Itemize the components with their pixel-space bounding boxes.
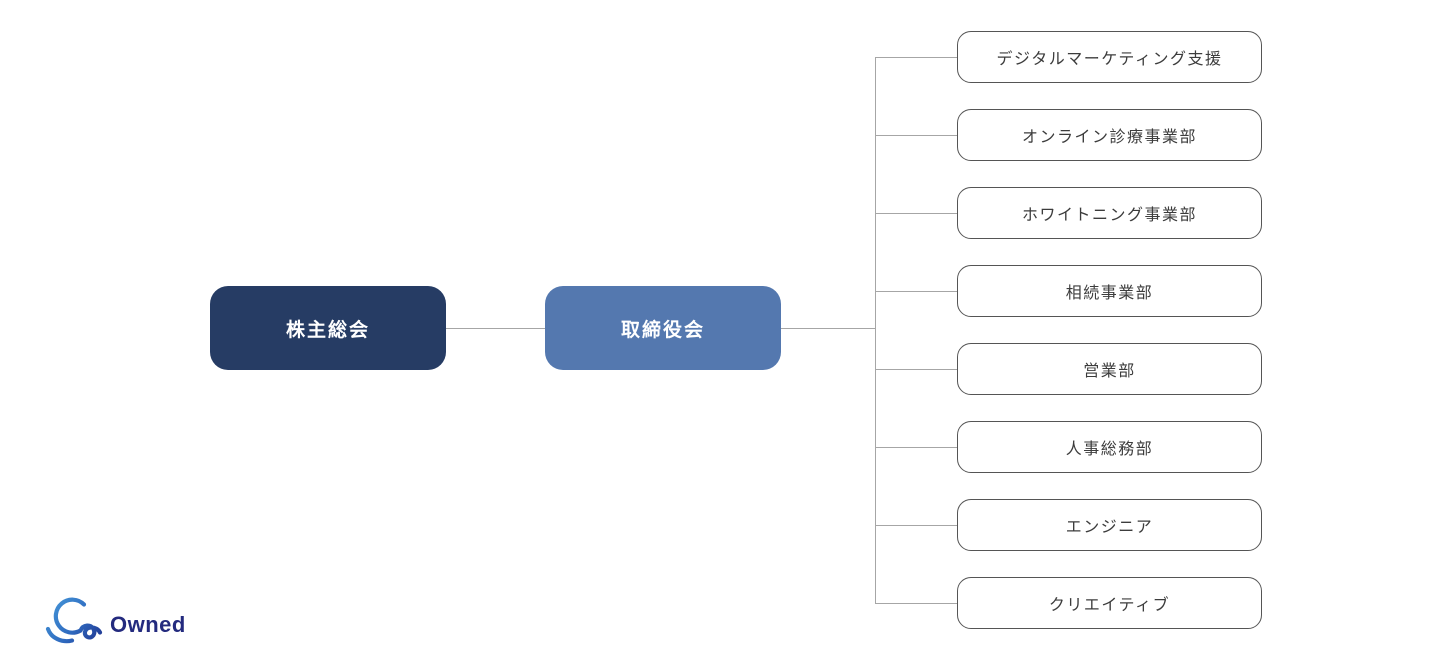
connector-root-to-board [446,328,545,329]
department-list: デジタルマーケティング支援 オンライン診療事業部 ホワイトニング事業部 相続事業… [957,31,1262,629]
connector-branch-7 [875,525,957,526]
owned-logo-text: Owned [110,612,186,637]
connector-board-to-trunk [781,328,875,329]
owned-logo: Owned [42,596,186,648]
department-label: エンジニア [1065,519,1154,536]
department-label: オンライン診療事業部 [1021,129,1197,146]
connector-branch-2 [875,135,957,136]
connector-branch-8 [875,603,957,604]
org-node-label: 取締役会 [620,319,705,341]
org-node-board-of-directors: 取締役会 [545,286,781,370]
department-label: デジタルマーケティング支援 [996,51,1223,68]
org-node-department: ホワイトニング事業部 [957,187,1262,239]
connector-branch-3 [875,213,957,214]
org-node-department: 営業部 [957,343,1262,395]
connector-branch-6 [875,447,957,448]
org-node-department: 相続事業部 [957,265,1262,317]
org-node-shareholders-meeting: 株主総会 [210,286,446,370]
org-node-department: オンライン診療事業部 [957,109,1262,161]
org-node-department: エンジニア [957,499,1262,551]
department-label: 人事総務部 [1065,441,1154,458]
department-label: クリエイティブ [1048,597,1171,614]
org-node-department: 人事総務部 [957,421,1262,473]
connector-branch-4 [875,291,957,292]
department-label: 相続事業部 [1065,285,1154,302]
department-label: 営業部 [1083,363,1136,380]
connector-trunk [875,57,876,603]
connector-branch-5 [875,369,957,370]
org-node-label: 株主総会 [285,319,370,341]
owned-loop-icon [45,597,103,644]
org-node-department: クリエイティブ [957,577,1262,629]
org-node-department: デジタルマーケティング支援 [957,31,1262,83]
department-label: ホワイトニング事業部 [1021,207,1197,224]
connector-branch-1 [875,57,957,58]
